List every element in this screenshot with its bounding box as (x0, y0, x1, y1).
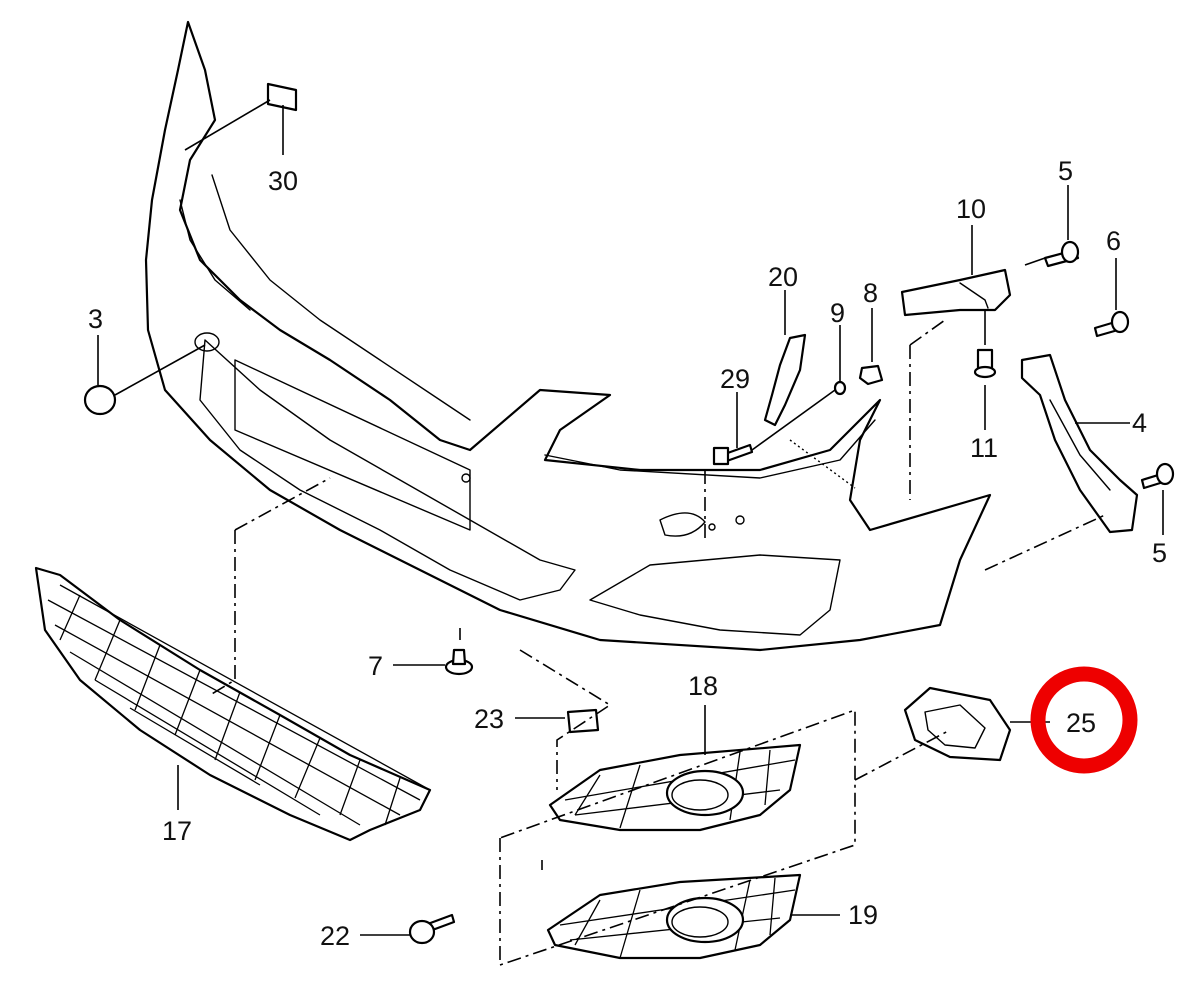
callout-labels: 3 4 5 5 6 7 8 9 10 11 17 18 19 20 22 23 … (88, 156, 1167, 951)
callout-22: 22 (320, 921, 350, 951)
callout-18: 18 (688, 671, 718, 701)
clip-30 (266, 82, 298, 112)
bracket-20 (763, 333, 807, 427)
callout-30: 30 (268, 166, 298, 196)
callout-23: 23 (474, 704, 504, 734)
callout-7: 7 (368, 651, 383, 681)
callout-5a: 5 (1058, 156, 1073, 186)
leader-lines (97, 99, 1164, 967)
bumper-cover (144, 20, 992, 652)
center-grille (34, 566, 432, 842)
callout-10: 10 (956, 194, 986, 224)
callout-5b: 5 (1152, 538, 1167, 568)
callout-29: 29 (720, 364, 750, 394)
bracket-10 (900, 268, 1012, 317)
callout-9: 9 (830, 298, 845, 328)
fog-grille-19 (546, 873, 802, 960)
callout-3: 3 (88, 304, 103, 334)
callout-6: 6 (1106, 226, 1121, 256)
callout-11: 11 (970, 433, 998, 463)
fog-grille-18 (548, 743, 802, 832)
callout-17: 17 (162, 816, 192, 846)
callout-8: 8 (863, 278, 878, 308)
callout-25: 25 (1066, 708, 1096, 738)
highlight-ring (1030, 666, 1138, 774)
callout-20: 20 (768, 262, 798, 292)
fog-frame-25 (903, 686, 1012, 762)
bracket-4 (1020, 353, 1139, 534)
callout-4: 4 (1132, 408, 1147, 438)
callout-19: 19 (848, 900, 878, 930)
fasteners (83, 240, 1175, 945)
